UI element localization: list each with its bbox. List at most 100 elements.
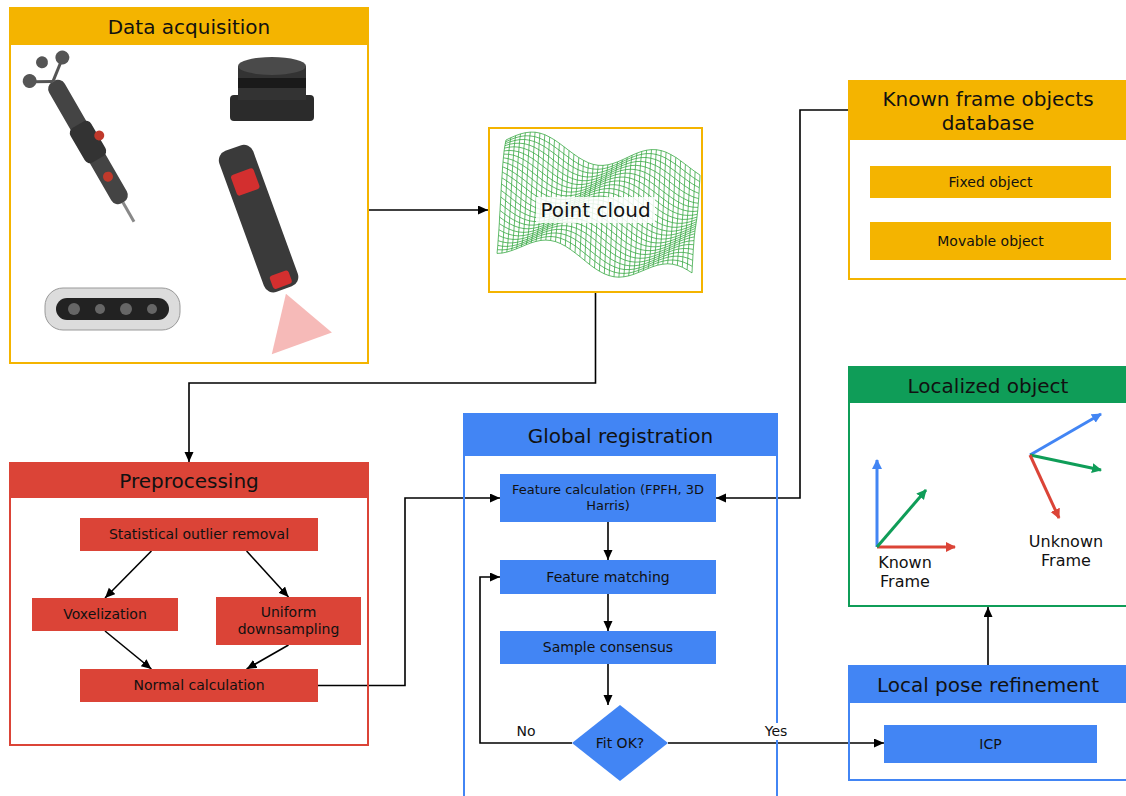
panel-header: Preprocessing	[11, 464, 367, 498]
scanner-window	[230, 168, 260, 197]
probe-button	[92, 129, 106, 143]
probe-grip	[68, 119, 109, 166]
edge-label: No	[514, 723, 537, 740]
panel-title: Data acquisition	[108, 15, 271, 39]
lidar-window	[238, 78, 306, 88]
decision-diamond: Fit OK?	[572, 705, 668, 781]
node-label: Fit OK?	[596, 735, 645, 752]
node-label: Fixed object	[949, 174, 1033, 191]
mesh-line	[497, 240, 692, 277]
connector-arrow	[607, 522, 609, 560]
laser-beam	[254, 284, 332, 355]
mesh-line	[673, 161, 681, 264]
camera-lens	[95, 304, 105, 314]
tracking-sphere	[34, 54, 50, 70]
node-label: Movable object	[937, 233, 1044, 250]
connector-arrow	[668, 742, 884, 744]
process-box: ICP	[884, 725, 1097, 763]
section-panel: Local pose refinementICP	[848, 665, 1126, 781]
mesh-line	[512, 134, 521, 251]
connector-arrow	[105, 551, 151, 598]
node-label: ICP	[979, 736, 1001, 753]
mesh-line	[502, 138, 511, 253]
node-label: Voxelization	[63, 606, 147, 623]
scanner-body	[216, 142, 301, 295]
connector-arrow	[607, 664, 609, 705]
unknown-frame-axes	[1030, 414, 1101, 518]
axis-x	[1030, 455, 1059, 518]
mesh-line	[546, 140, 555, 240]
tracking-sphere	[20, 71, 39, 90]
process-box: Uniform downsampling	[216, 597, 361, 645]
probe-scanner-icon	[16, 44, 158, 236]
probe-tip	[123, 203, 134, 222]
mesh-line	[517, 133, 526, 249]
connector-arrow	[607, 594, 609, 631]
camera-lens	[68, 303, 80, 315]
panel-header: Known frame objects database	[850, 82, 1126, 140]
camera-lens	[147, 304, 157, 314]
mesh-line	[507, 136, 516, 253]
axis-x	[877, 546, 955, 549]
mesh-line	[497, 140, 506, 253]
mesh-line	[556, 147, 565, 242]
connector-arrow	[247, 551, 289, 597]
mesh-line	[677, 164, 685, 265]
panel-header: Local pose refinement	[850, 667, 1126, 703]
point-cloud-mesh	[497, 132, 700, 277]
section-panel: Known frame objects databaseFixed object…	[848, 80, 1126, 280]
connector-arrow	[105, 631, 151, 669]
lidar-icon	[230, 57, 314, 121]
mesh-line	[551, 143, 560, 240]
edge-label: Yes	[763, 723, 790, 740]
known-frame-axes	[877, 460, 955, 547]
lidar-top	[238, 57, 306, 75]
panel-title: Local pose refinement	[877, 673, 1099, 697]
mesh-line	[682, 168, 690, 267]
axis-y	[877, 490, 926, 547]
process-box: Movable object	[870, 222, 1111, 260]
axis-z	[1030, 414, 1101, 455]
camera-front	[56, 298, 169, 320]
section-panel: Global registrationFeature calculation (…	[463, 413, 778, 796]
panel-title: Preprocessing	[119, 469, 259, 493]
panel-title: Localized object	[908, 374, 1069, 398]
process-box: Statistical outlier removal	[80, 518, 318, 551]
section-panel: PreprocessingStatistical outlier removal…	[9, 462, 369, 746]
connector-arrow	[369, 209, 488, 211]
node-label: Feature matching	[546, 569, 669, 586]
node-label: Point cloud	[536, 197, 654, 223]
panel-title: Global registration	[528, 424, 714, 448]
node-label: Statistical outlier removal	[109, 526, 289, 543]
panel-title: Known frame objects database	[874, 87, 1102, 135]
panel-header: Data acquisition	[11, 9, 367, 45]
probe-button	[101, 170, 115, 184]
process-box: Sample consensus	[500, 631, 716, 664]
mesh-line	[668, 157, 676, 263]
process-box: Feature matching	[500, 560, 716, 594]
depth-camera-icon	[45, 288, 180, 330]
frame-label: Known Frame	[865, 553, 945, 591]
panel-header: Global registration	[465, 415, 776, 456]
axis-z	[876, 460, 879, 547]
probe-handle	[45, 77, 131, 207]
connector-arrow	[318, 498, 500, 686]
process-box: Feature calculation (FPFH, 3D Harris)	[500, 474, 716, 522]
connector-arrow	[247, 645, 289, 669]
mesh-line	[541, 137, 550, 240]
node-label: Feature calculation (FPFH, 3D Harris)	[506, 482, 710, 513]
process-box: Voxelization	[32, 598, 178, 631]
node-label: Uniform downsampling	[222, 604, 355, 638]
section-panel: Data acquisition	[9, 7, 369, 364]
mesh-line	[692, 175, 700, 273]
node-label: Sample consensus	[543, 639, 673, 656]
tracking-sphere	[53, 48, 72, 67]
point-cloud-box: Point cloud	[488, 127, 703, 293]
axis-y	[1030, 455, 1101, 470]
node-label: Normal calculation	[133, 677, 264, 694]
camera-lens	[120, 303, 132, 315]
process-box: Normal calculation	[80, 669, 318, 702]
connector-arrow	[987, 607, 989, 665]
panel-header: Localized object	[850, 368, 1126, 403]
